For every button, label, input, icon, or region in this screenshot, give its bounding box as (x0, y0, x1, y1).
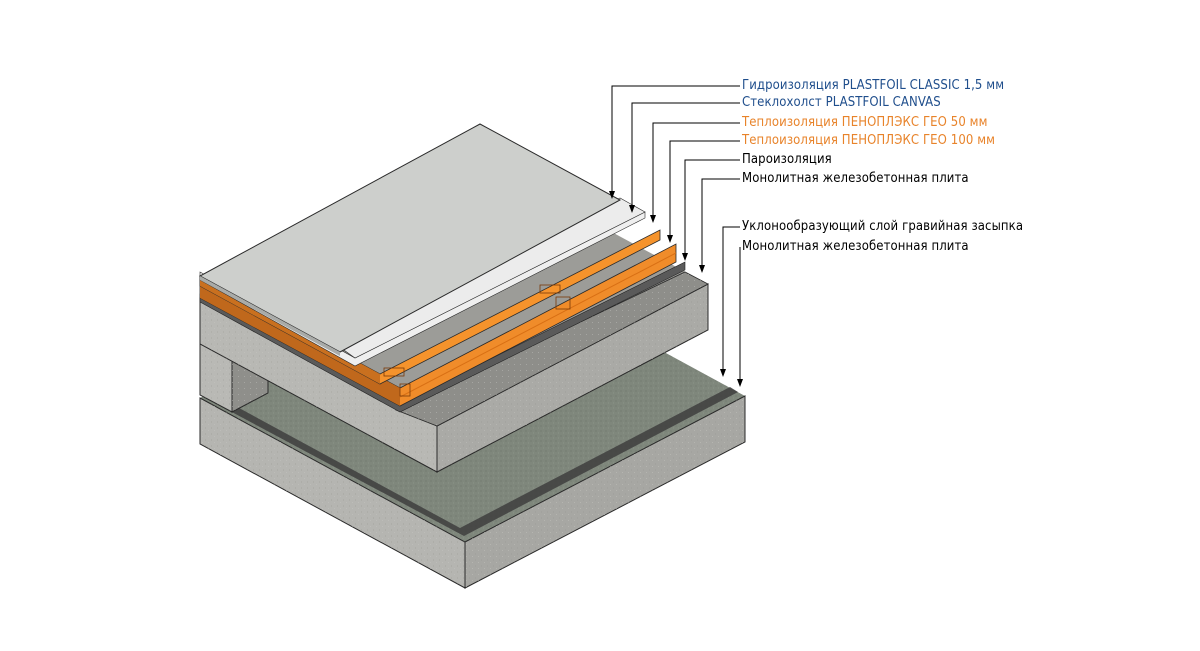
membrane-top (198, 123, 622, 353)
leader-slope (722, 226, 740, 374)
label-fiberglass: Стеклохолст PLASTFOIL CANVAS (742, 95, 941, 110)
label-slab-upper: Монолитная железобетонная плита (742, 171, 969, 186)
label-insulation-50: Теплоизоляция ПЕНОПЛЭКС ГЕО 50 мм (742, 115, 988, 130)
label-vapor-barrier: Пароизоляция (742, 152, 832, 167)
label-waterproofing: Гидроизоляция PLASTFOIL CLASSIC 1,5 мм (742, 78, 1005, 93)
gravel-edge (228, 387, 738, 536)
label-slab-lower: Монолитная железобетонная плита (742, 239, 969, 254)
membrane-layer (198, 123, 622, 356)
leader-fiberglass (631, 102, 740, 210)
leader-slab-upper (701, 178, 740, 270)
leader-vapor (684, 159, 740, 258)
leader-insulation-100 (669, 140, 740, 240)
leader-waterproofing (611, 85, 740, 196)
leader-insulation-50 (652, 122, 740, 220)
label-slope-layer: Уклонообразующий слой гравийная засыпка (742, 219, 1024, 234)
label-insulation-100: Теплоизоляция ПЕНОПЛЭКС ГЕО 100 мм (742, 133, 996, 148)
